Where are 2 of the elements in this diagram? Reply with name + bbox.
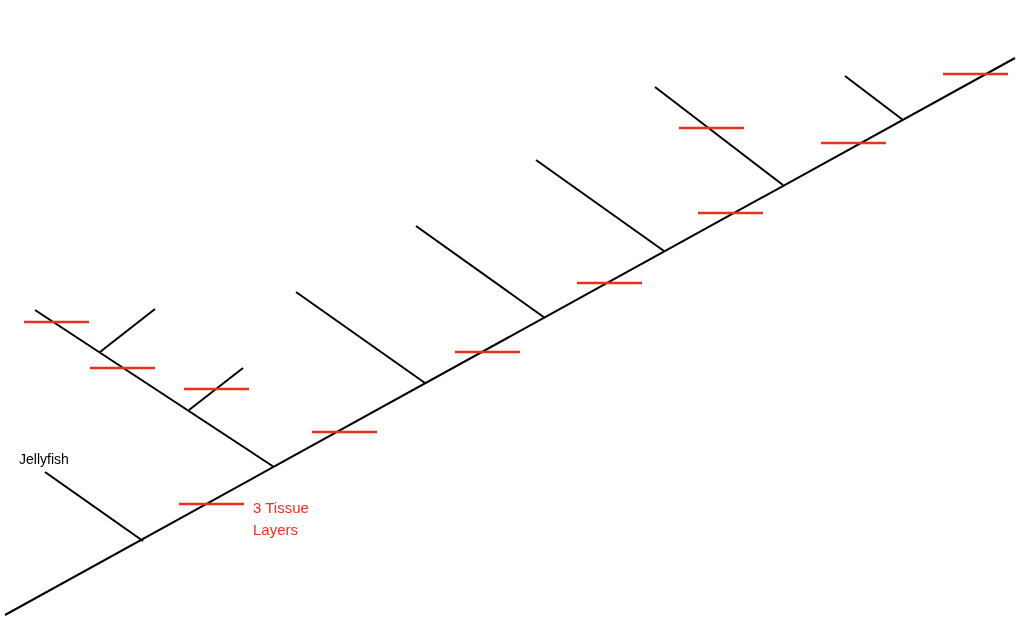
trait-label: 3 Tissue Layers xyxy=(253,498,310,540)
taxon-label: Jellyfish xyxy=(19,450,70,468)
